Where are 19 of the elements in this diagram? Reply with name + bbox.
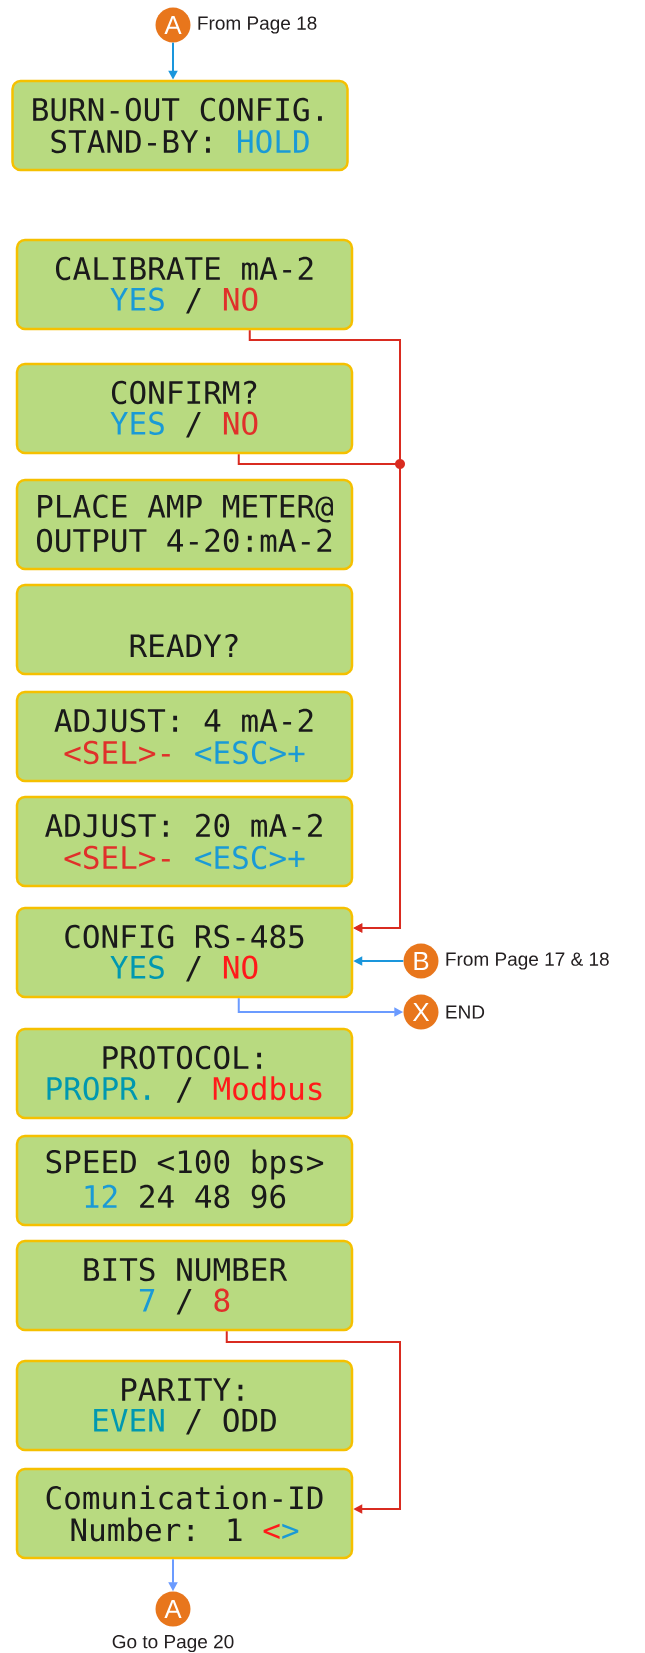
lcd-screen: CONFIG RS-485 YES / NO bbox=[15, 906, 354, 999]
page-reference: From Page 17 & 18 bbox=[446, 952, 609, 970]
arrow bbox=[237, 453, 401, 933]
lcd-screen: READY? bbox=[15, 583, 354, 676]
lcd-screen: SPEED <100 bps> 12 24 48 96 bbox=[15, 1134, 354, 1227]
lcd-screen: Comunication-ID Number: 1 <> bbox=[15, 1467, 354, 1560]
lcd-screen: CALIBRATE mA-2 YES / NO bbox=[15, 238, 354, 331]
lcd-screen: CONFIRM? YES / NO bbox=[15, 362, 354, 455]
lcd-screen: PROTOCOL: PROPR. / Modbus bbox=[15, 1027, 354, 1120]
lcd-screen: ADJUST: 4 mA-2 <SEL>- <ESC>+ bbox=[15, 690, 354, 783]
page-reference: From Page 18 bbox=[198, 16, 317, 34]
lcd-screen: BURN-OUT CONFIG. STAND-BY: HOLD bbox=[11, 79, 349, 172]
lcd-screen: PARITY: EVEN / ODD bbox=[15, 1359, 354, 1452]
lcd-screen: BITS NUMBER 7 / 8 bbox=[15, 1239, 354, 1332]
lcd-screen: PLACE AMP METER@ OUTPUT 4-20:mA-2 bbox=[15, 478, 354, 571]
page-reference: END bbox=[446, 1005, 485, 1019]
lcd-screen: ADJUST: 20 mA-2 <SEL>- <ESC>+ bbox=[15, 795, 354, 888]
page-reference: Go to Page 20 bbox=[112, 1634, 234, 1653]
arrow bbox=[225, 1330, 401, 1514]
